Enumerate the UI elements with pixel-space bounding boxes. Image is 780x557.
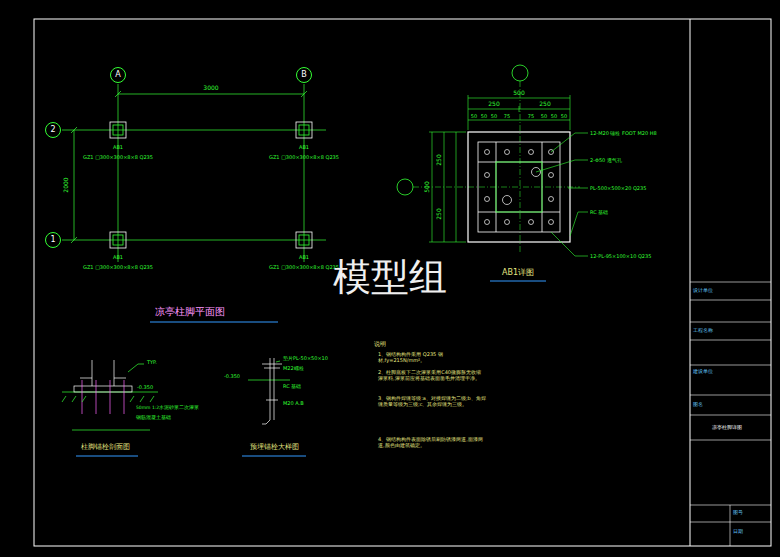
axis-bubble: A [110,67,126,83]
callout: TYP. [147,359,157,365]
dimension: 250 [488,100,499,108]
axis-bubble: 2 [45,122,61,138]
dimension: 2000 [62,177,70,192]
title-block-cell: 建设单位 [693,369,713,375]
axis-bubble: B [296,67,312,83]
column-spec: GZ1 □300×300×8×8 Q235 [269,154,339,160]
callout: 2-Φ50 透气孔 [590,157,622,163]
callout: M22螺栓 [283,365,304,371]
dimension: 75 [528,113,534,119]
drawing-frame [34,19,771,546]
leader-lines [536,133,588,256]
title-block-cell: 工程名称 [693,328,713,334]
column-mark: AB1 [113,144,123,150]
callout: 垫片PL-50×50×10 [283,355,328,361]
title-underline [76,456,138,457]
notes-heading: 说明 [374,340,386,348]
dimension: 250 [435,154,443,165]
title-block-cell: 凉亭柱脚详图 [712,424,742,430]
axis-label: A [115,71,120,79]
title-underline [242,456,306,457]
axis-label: 1 [50,236,55,244]
dimension: 500 [513,89,524,97]
title-block-cell: 日期 [733,529,743,535]
column-spec: GZ1 □300×300×8×8 Q235 [83,264,153,270]
dimension: 50 [561,113,567,119]
elevation: -0.350 [224,373,240,379]
elevation: -0.350 [137,384,153,390]
column-mark: AB1 [113,254,123,260]
base-plate-detail [397,65,588,281]
axis-lines [62,84,326,262]
axis-bubble: 1 [45,232,61,248]
dimension: 50 [541,113,547,119]
figure-title: 柱脚锚栓剖面图 [81,443,130,451]
dimension: 50 [471,113,477,119]
detail-title: AB1详图 [502,268,534,278]
callout: 钢筋混凝土基础 [136,415,171,421]
dimension: 250 [435,208,443,219]
note: 1、钢结构构件采用 Q235 钢材,fy=215N/mm²。 [378,351,486,364]
figure-title: 预埋锚栓大样图 [250,443,299,451]
note: 3、钢构件焊缝等级:a、对接焊缝为二级;b、角焊缝质量等级为三级;c、其余焊缝为… [378,395,486,408]
dimension: 50 [481,113,487,119]
callout: RC 基础 [590,209,608,215]
note: 2、柱脚底板下二次灌浆采用C40微膨胀无收缩灌浆料,灌浆前应将基础表面凿毛并清理… [378,369,486,382]
callout: 12-PL-95×100×10 Q235 [590,253,651,259]
title-block-cell: 图名 [693,402,703,408]
title-block-cell: 图号 [733,510,743,516]
dimension: 250 [539,100,550,108]
callout: 50mm 1:2水泥砂浆二次灌浆 [136,405,199,411]
dimension: 50 [491,113,497,119]
column-symbols [110,122,312,248]
column-mark: AB1 [299,144,309,150]
axis-label: 2 [50,126,55,134]
watermark: 模型组 [333,254,447,302]
column-mark: AB1 [299,254,309,260]
callout: 12-M20 锚栓 FOOT M20 H8 [590,130,657,136]
title-block-cell: 设计单位 [693,288,713,294]
note: 4、钢结构构件表面除锈后刷防锈漆两道,面漆两道,颜色由建筑确定。 [378,436,486,449]
title-underline [150,321,278,322]
dimension: 500 [423,181,431,192]
axis-label: B [301,71,307,79]
dimension: 3000 [203,84,218,92]
column-spec: GZ1 □300×300×8×8 Q235 [83,154,153,160]
dimension: 50 [551,113,557,119]
dimension: 75 [504,113,510,119]
callout: PL-500×500×20 Q235 [590,185,646,191]
drawing-title: 凉亭柱脚平面图 [155,306,225,319]
column-spec: GZ1 □300×300×8×8 Q235 [269,264,339,270]
dimension-lines [71,91,307,243]
callout: M20 A.B [283,400,304,406]
callout: RC 基础 [283,383,301,389]
title-block-grid [690,282,771,546]
